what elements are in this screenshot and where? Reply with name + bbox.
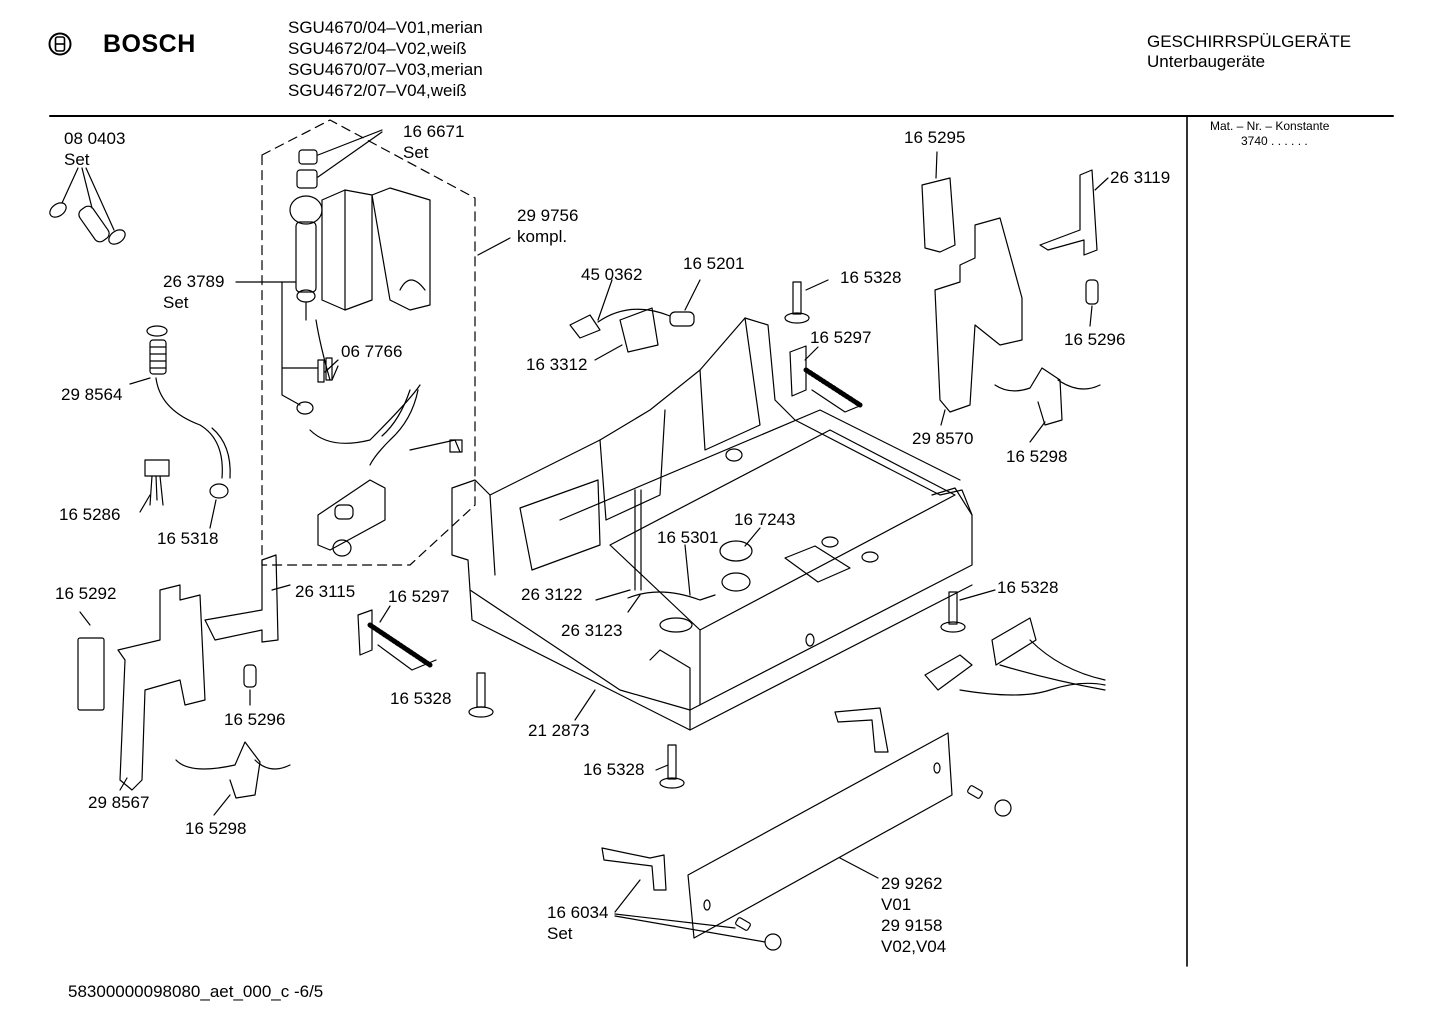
leader-line [627,594,641,613]
leader-line [1089,305,1093,327]
part-label: 21 2873 [528,721,590,740]
part-label: 16 5298 [185,819,247,838]
part-label: 06 7766 [341,342,403,361]
part-label: 26 3123 [561,621,623,640]
part-label: 16 5328 [997,578,1059,597]
spring-icon [789,345,863,413]
leader-line [614,913,736,929]
leader-line [959,589,996,601]
part-label: 26 3115 [295,582,356,601]
leader-line [594,344,623,361]
category-subtitle: Unterbaugeräte [1147,52,1266,71]
mat-nr-label: Mat. – Nr. – Konstante [1210,119,1330,133]
leader-line [317,131,383,178]
model-line: SGU4672/07–V04,weiß [288,81,467,100]
inlet-valve-icon [289,149,431,415]
leader-line [213,794,231,816]
leader-line [597,279,613,321]
leader-line [331,365,339,381]
leader-line [317,129,383,156]
leader-line [655,764,669,771]
leader-line [379,605,391,623]
leader-line [744,527,761,547]
leader-line [209,499,217,529]
leader-line [614,879,641,913]
document-id: 58300000098080_aet_000_c -6/5 [68,982,324,1001]
drain-hose-icon [309,384,463,466]
leader-line [139,494,151,513]
leader-line [271,584,291,591]
ribbed-hose-icon [146,325,231,499]
part-label: 16 5301 [657,528,719,547]
hose-clamp-set-icon [49,167,126,245]
part-label: 29 8570 [912,429,974,448]
part-label: 45 0362 [581,265,643,284]
leader-line [79,611,91,626]
leader-line [684,279,701,311]
part-label: 16 5318 [157,529,219,548]
part-label: 16 7243 [734,510,796,529]
part-label: 16 5295 [904,128,966,147]
switch-housing-icon [317,479,386,557]
part-label: 16 5297 [810,328,872,347]
leader-line [839,857,879,879]
leader-line [324,359,339,373]
leader-line [1094,177,1109,191]
mat-nr-value: 3740 . . . . . . [1241,134,1308,148]
part-label: 16 5201 [683,254,745,273]
part-label: 16 3312 [526,355,588,374]
model-line: SGU4672/04–V02,weiß [288,39,467,58]
model-list: SGU4670/04–V01,merian SGU4672/04–V02,wei… [288,17,483,101]
leader-line [1029,421,1046,443]
part-label: 16 5296 [224,710,286,729]
base-tub-icon [451,317,973,731]
leader-line [595,589,631,601]
wire-icon [627,591,716,601]
leader-line [805,279,829,291]
connector-harness-icon [924,617,1106,696]
leader-line [281,281,301,406]
model-line: SGU4670/07–V03,merian [288,60,483,79]
category-title: GESCHIRRSPÜLGERÄTE [1147,32,1352,51]
part-label: 16 5298 [1006,447,1068,466]
side-bracket-right-icon [921,169,1101,426]
model-line: SGU4670/04–V01,merian [288,18,483,37]
part-label: 16 5297 [388,587,450,606]
part-label: 29 8564 [61,385,123,404]
leader-line [614,915,766,943]
leader-line [574,689,596,721]
leader-line [129,377,151,385]
part-label: 29 8567 [88,793,150,812]
part-label: 26 3119 [1110,168,1171,187]
heater-relay-icon [569,307,695,353]
leader-line [804,346,819,361]
part-label: 16 5328 [840,268,902,287]
leader-line [684,544,691,596]
hose-holder-icon [144,459,170,506]
leader-line [119,777,128,791]
foot-bolt-icon [468,281,966,789]
leader-line [477,237,511,256]
leader-line [935,151,938,179]
part-label: 16 5296 [1064,330,1126,349]
spring-icon [357,609,437,671]
part-label: 26 3122 [521,585,583,604]
leader-line [940,409,946,426]
part-label: 16 5328 [390,689,452,708]
brand-name: BOSCH [103,30,196,58]
bosch-logo-icon [48,32,72,56]
part-label: 16 5292 [55,584,117,603]
kick-plate-icon [601,707,1012,951]
part-label: 16 5328 [583,760,645,779]
part-label: 16 5286 [59,505,121,524]
